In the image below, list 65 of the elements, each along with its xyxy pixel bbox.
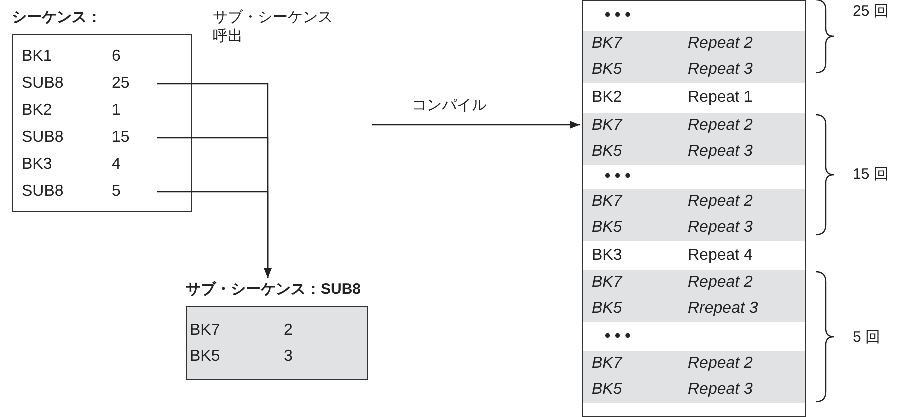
block-name: SUB8: [22, 182, 64, 202]
block-name: BK5: [190, 347, 220, 367]
table-row: [583, 57, 805, 83]
block-name: BK5: [592, 218, 622, 238]
repeat-count: 5: [112, 182, 121, 202]
compiled-sequence-box: [582, 0, 806, 417]
repeat-label: 25 回: [853, 2, 890, 21]
block-name: BK3: [22, 155, 52, 175]
repeat-count: 1: [112, 101, 121, 121]
table-row: [583, 377, 805, 403]
repeat-count: Repeat 2: [688, 34, 753, 54]
block-name: BK5: [592, 299, 622, 319]
repeat-count: Repeat 1: [688, 88, 753, 108]
ellipsis-dots: • • •: [605, 167, 631, 187]
block-name: BK5: [592, 60, 622, 80]
repeat-count: Repeat 2: [688, 116, 753, 136]
heading: サブ・シーケンス：SUB8: [186, 280, 362, 300]
repeat-count: 2: [284, 321, 293, 341]
block-name: BK1: [22, 47, 52, 67]
repeat-count: 4: [112, 155, 121, 175]
repeat-count: Repeat 4: [688, 246, 753, 266]
block-name: BK3: [592, 246, 622, 266]
subsequence-box: [186, 280, 368, 380]
sequence-box: [12, 8, 192, 212]
callout-label: サブ・シーケンス呼出: [213, 8, 334, 46]
block-name: BK7: [592, 34, 622, 54]
arrow: [157, 191, 272, 278]
block-name: BK7: [592, 354, 622, 374]
repeat-count: Repeat 2: [688, 354, 753, 374]
block-name: BK2: [22, 101, 52, 121]
edge-label: コンパイル: [412, 96, 487, 115]
heading: シーケンス：: [12, 8, 102, 28]
repeat-label: 5 回: [853, 328, 882, 347]
repeat-label: 15 回: [853, 165, 890, 184]
block-name: BK5: [592, 142, 622, 162]
block-name: BK5: [592, 380, 622, 400]
repeat-count: 25: [112, 74, 130, 94]
ellipsis-dots: • • •: [605, 6, 631, 26]
table-row: [583, 31, 805, 57]
table-row: [583, 351, 805, 377]
block-name: BK7: [190, 321, 220, 341]
repeat-count: Repeat 3: [688, 218, 753, 238]
table-row: [583, 113, 805, 139]
block-name: BK7: [592, 116, 622, 136]
arrow: [372, 121, 580, 129]
repeat-count: Repeat 3: [688, 380, 753, 400]
block-name: BK7: [592, 273, 622, 293]
repeat-count: Repeat 3: [688, 60, 753, 80]
repeat-count: 15: [112, 128, 130, 148]
ellipsis-dots: • • •: [605, 327, 631, 347]
table-row: [583, 270, 805, 296]
repeat-count: Repeat 3: [688, 142, 753, 162]
repeat-count: Repeat 2: [688, 273, 753, 293]
repeat-count: Rrepeat 3: [688, 299, 758, 319]
block-name: BK7: [592, 192, 622, 212]
table-row: [583, 189, 805, 215]
block-name: SUB8: [22, 128, 64, 148]
block-name: BK2: [592, 88, 622, 108]
repeat-count: 6: [112, 47, 121, 67]
repeat-count: 3: [284, 347, 293, 367]
block-name: SUB8: [22, 74, 64, 94]
repeat-count: Repeat 2: [688, 192, 753, 212]
table-row: [583, 215, 805, 241]
table-row: [583, 139, 805, 165]
table-row: [583, 296, 805, 322]
